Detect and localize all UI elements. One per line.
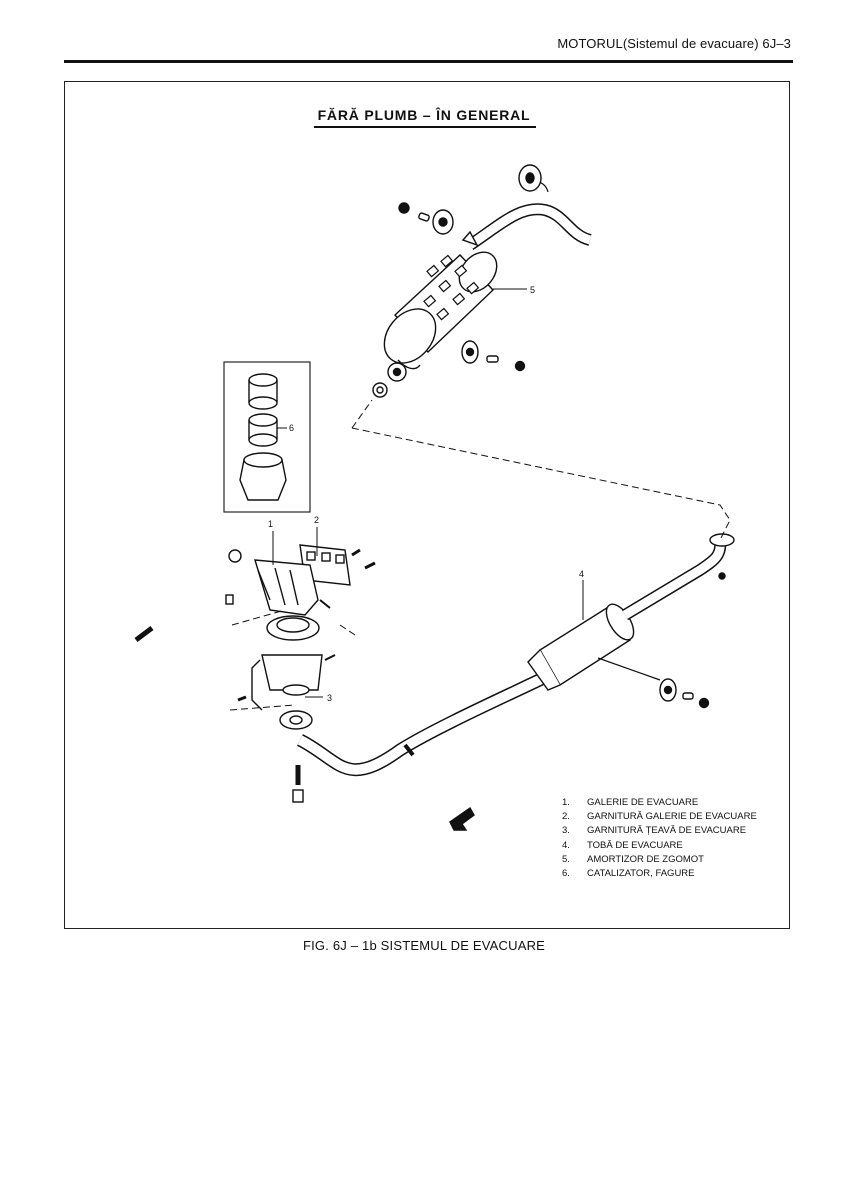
- header-rule: [64, 60, 793, 63]
- exhaust-pipe: [296, 533, 735, 777]
- title-underline: [314, 126, 536, 128]
- legend-item: 6.CATALIZATOR, FAGURE: [562, 868, 695, 880]
- callout-3: 3: [327, 693, 332, 703]
- figure-title: FĂRĂ PLUMB – ÎN GENERAL: [317, 107, 531, 123]
- catalyst-inset: [223, 361, 311, 513]
- legend-item: 4.TOBĂ DE EVACUARE: [562, 839, 683, 851]
- callout-6: 6: [289, 423, 294, 433]
- figure-frame: [64, 81, 790, 929]
- legend-item: 5.AMORTIZOR DE ZGOMOT: [562, 853, 704, 865]
- callout-4: 4: [579, 569, 584, 579]
- muffler-assembly: [372, 164, 593, 398]
- legend-item: 3.GARNITURĂ ȚEAVĂ DE EVACUARE: [562, 825, 747, 837]
- legend-item: 1.GALERIE DE EVACUARE: [562, 797, 699, 808]
- legend-item: 2.GARNITURĂ GALERIE DE EVACUARE: [562, 811, 757, 823]
- callout-5: 5: [530, 285, 535, 295]
- parts-legend: 1.GALERIE DE EVACUARE 2.GARNITURĂ GALERI…: [562, 796, 757, 881]
- figure-caption: FIG. 6J – 1b SISTEMUL DE EVACUARE: [302, 938, 546, 953]
- callout-2: 2: [314, 515, 319, 525]
- running-header: MOTORUL(Sistemul de evacuare) 6J–3: [557, 36, 791, 51]
- manifold-assembly: [134, 527, 376, 803]
- callout-1: 1: [268, 519, 273, 529]
- front-arrow-icon: [449, 806, 475, 831]
- callout-labels: 1 2 3 4 5 6: [268, 285, 584, 703]
- assembly-lines: [229, 399, 731, 711]
